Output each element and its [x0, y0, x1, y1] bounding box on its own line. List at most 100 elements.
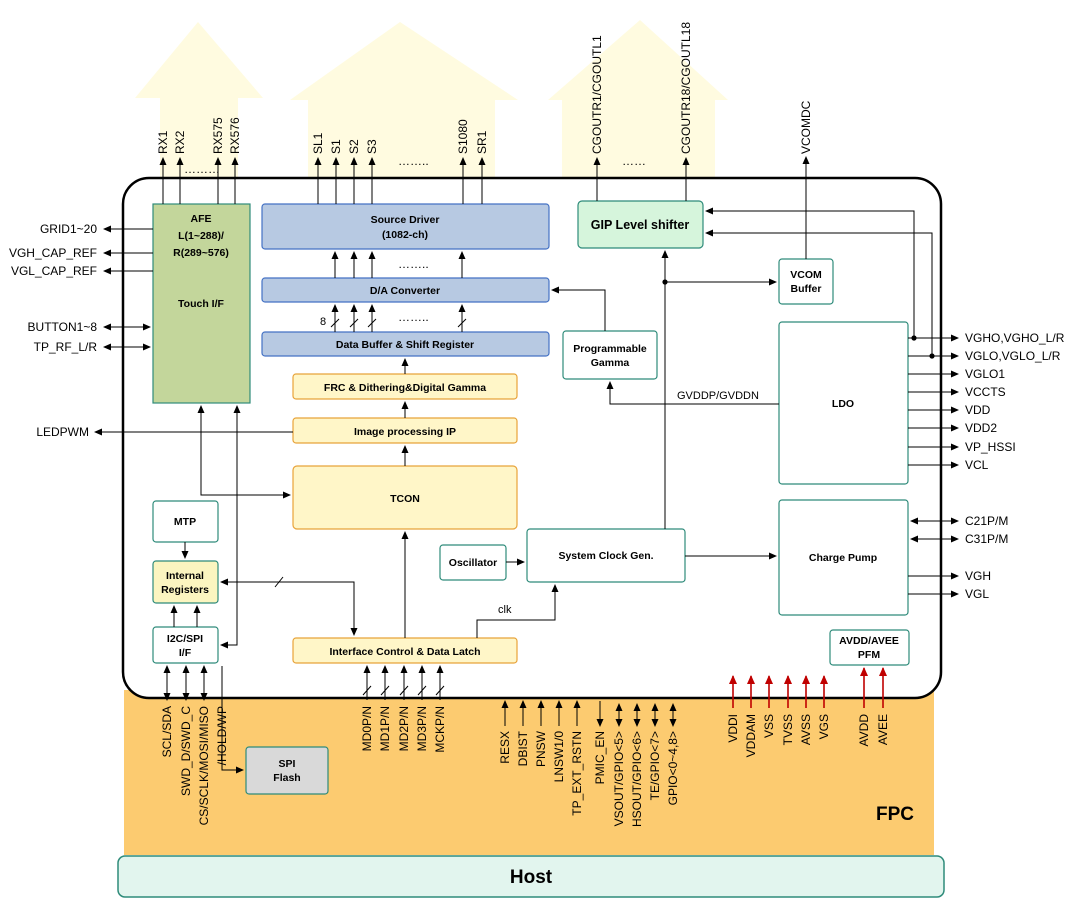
pin-vgh-cap-ref: VGH_CAP_REF: [9, 246, 97, 260]
gamma-line2: Gamma: [591, 357, 630, 369]
pin-vp-hssi: VP_HSSI: [965, 440, 1016, 454]
oscillator-block: Oscillator: [439, 544, 507, 581]
touch-if-label: Touch I/F: [178, 298, 224, 310]
top-pins: [159, 157, 690, 204]
pin-s2: S2: [347, 139, 361, 154]
pin-button: BUTTON1~8: [28, 320, 98, 334]
spi-flash-line2: Flash: [273, 772, 300, 784]
pin-md3: MD3P/N: [415, 706, 429, 751]
oscillator-label: Oscillator: [449, 557, 497, 569]
pin-ledpwm: LEDPWM: [36, 425, 89, 439]
spi-flash-line1: SPI: [279, 758, 296, 770]
pin-rx576: RX576: [228, 117, 242, 154]
left-pins: [94, 225, 293, 436]
system-clock-label: System Clock Gen.: [558, 550, 653, 562]
pin-s3: S3: [365, 139, 379, 154]
pin-cs-sclk: CS/SCLK/MOSI/MISO: [197, 706, 211, 825]
pin-te: TE/GPIO<7>: [648, 731, 662, 800]
pin-vddi: VDDI: [726, 714, 740, 743]
pin-rx575: RX575: [211, 117, 225, 154]
pin-c31pm: C31P/M: [965, 532, 1008, 546]
pin-md1: MD1P/N: [378, 706, 392, 751]
pin-avss: AVSS: [799, 714, 813, 745]
afe-line2: L(1~288)/: [178, 230, 224, 242]
image-ip-block: Image processing IP: [292, 417, 518, 444]
dac-dots: ……..: [398, 257, 429, 271]
vcom-buffer-line1: VCOM: [790, 269, 822, 281]
image-ip-label: Image processing IP: [354, 426, 456, 438]
internal-wires: [170, 156, 933, 649]
pin-pmic-en: PMIC_EN: [593, 731, 607, 784]
gvddp-label: GVDDP/GVDDN: [677, 390, 759, 402]
system-clock-block: System Clock Gen.: [526, 528, 686, 583]
pin-hsout: HSOUT/GPIO<6>: [630, 731, 644, 827]
ldo-label: LDO: [832, 398, 854, 410]
afe-block: AFE L(1~288)/ R(289~576) Touch I/F: [152, 203, 251, 404]
right-pin-labels: VGHO,VGHO_L/R VGLO,VGLO_L/R VGLO1 VCCTS …: [965, 331, 1065, 601]
pin-tp-ext-rstn: TP_EXT_RSTN: [570, 731, 584, 816]
da-converter-block: D/A Converter: [261, 277, 550, 303]
pin-vcl: VCL: [965, 458, 989, 472]
interface-control-block: Interface Control & Data Latch: [292, 637, 518, 664]
pin-grid: GRID1~20: [40, 222, 97, 236]
internal-registers-line1: Internal: [166, 570, 204, 582]
pin-scl-sda: SCL/SDA: [160, 706, 174, 757]
pin-vddam: VDDAM: [744, 714, 758, 757]
mtp-block: MTP: [152, 500, 219, 543]
charge-pump-block: Charge Pump: [778, 499, 909, 616]
gip-dots: ……: [622, 154, 646, 168]
data-buffer-block: Data Buffer & Shift Register: [261, 331, 550, 357]
pin-hold-wp: /HOLD/WP: [215, 706, 229, 765]
chip-outline: [121, 176, 943, 700]
source-driver-title: Source Driver: [371, 214, 440, 226]
da-converter-label: D/A Converter: [370, 285, 440, 297]
pin-sl1: SL1: [311, 132, 325, 154]
pin-rx1: RX1: [156, 130, 170, 154]
pin-rx2: RX2: [173, 130, 187, 154]
pin-vglo1: VGLO1: [965, 367, 1005, 381]
frc-block: FRC & Dithering&Digital Gamma: [292, 373, 518, 400]
pin-cgout18: CGOUTR18/CGOUTL18: [679, 22, 693, 154]
pin-gpio: GPIO<0~4,8>: [666, 731, 680, 805]
pin-tvss: TVSS: [781, 714, 795, 745]
pin-cgout1: CGOUTR1/CGOUTL1: [590, 35, 604, 154]
output-houses: [135, 20, 728, 178]
pfm-block: AVDD/AVEE PFM: [829, 629, 910, 666]
pin-vss: VSS: [762, 714, 776, 738]
tcon-label: TCON: [390, 493, 420, 505]
rx-dots: ………: [184, 162, 220, 176]
pin-vcomdc: VCOMDC: [799, 100, 813, 154]
programmable-gamma-block: Programmable Gamma: [562, 330, 658, 380]
internal-registers-line2: Registers: [161, 584, 209, 596]
pin-dbist: DBIST: [516, 730, 530, 766]
pin-vgl: VGL: [965, 587, 989, 601]
pin-avee: AVEE: [876, 714, 890, 745]
data-buffer-label: Data Buffer & Shift Register: [336, 339, 474, 351]
interface-control-label: Interface Control & Data Latch: [329, 646, 480, 658]
spi-flash-block: SPI Flash: [245, 746, 329, 795]
pin-vgh: VGH: [965, 569, 991, 583]
pin-vgho: VGHO,VGHO_L/R: [965, 331, 1065, 345]
tcon-block: TCON: [292, 465, 518, 530]
pfm-line2: PFM: [858, 649, 880, 661]
src-dots: ……..: [398, 154, 429, 168]
source-driver-channels: (1082-ch): [382, 229, 428, 241]
i2c-spi-line2: I/F: [179, 647, 192, 659]
right-pins: [908, 334, 959, 598]
frc-label: FRC & Dithering&Digital Gamma: [324, 382, 486, 394]
pin-md2: MD2P/N: [397, 706, 411, 751]
pin-vdd2: VDD2: [965, 421, 997, 435]
fpc-label: FPC: [876, 804, 914, 825]
pin-vglo: VGLO,VGLO_L/R: [965, 349, 1061, 363]
power-pins: [729, 667, 887, 708]
pin-pnsw: PNSW: [534, 730, 548, 767]
charge-pump-label: Charge Pump: [809, 552, 877, 564]
afe-title: AFE: [191, 213, 212, 225]
buffer-dots: ……..: [398, 310, 429, 324]
i2c-spi-line1: I2C/SPI: [167, 633, 203, 645]
afe-line3: R(289~576): [173, 247, 229, 259]
mtp-label: MTP: [174, 516, 196, 528]
pin-vsout: VSOUT/GPIO<5>: [612, 731, 626, 826]
vcom-buffer-block: VCOM Buffer: [778, 258, 834, 305]
